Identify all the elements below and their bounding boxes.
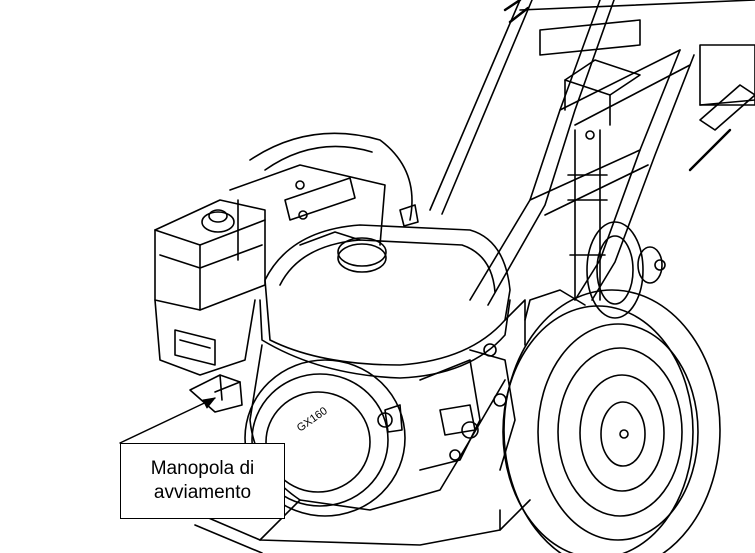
front-wheel [502,289,721,553]
handle-frame [399,0,755,306]
pulley [586,221,666,319]
engine-cover-logo: GX160 [295,405,330,434]
air-filter [154,199,266,376]
callout-line-2: avviamento [153,482,252,503]
base-plate [189,499,531,553]
callout-line-1: Manopola di [150,458,255,479]
callout-label-box: Manopola di avviamento [120,443,285,519]
starter-handle [189,374,243,413]
callout-pointer [119,397,216,444]
rear-wheel [249,132,413,221]
recoil-starter [244,359,406,517]
callout-arrowhead [202,397,216,409]
